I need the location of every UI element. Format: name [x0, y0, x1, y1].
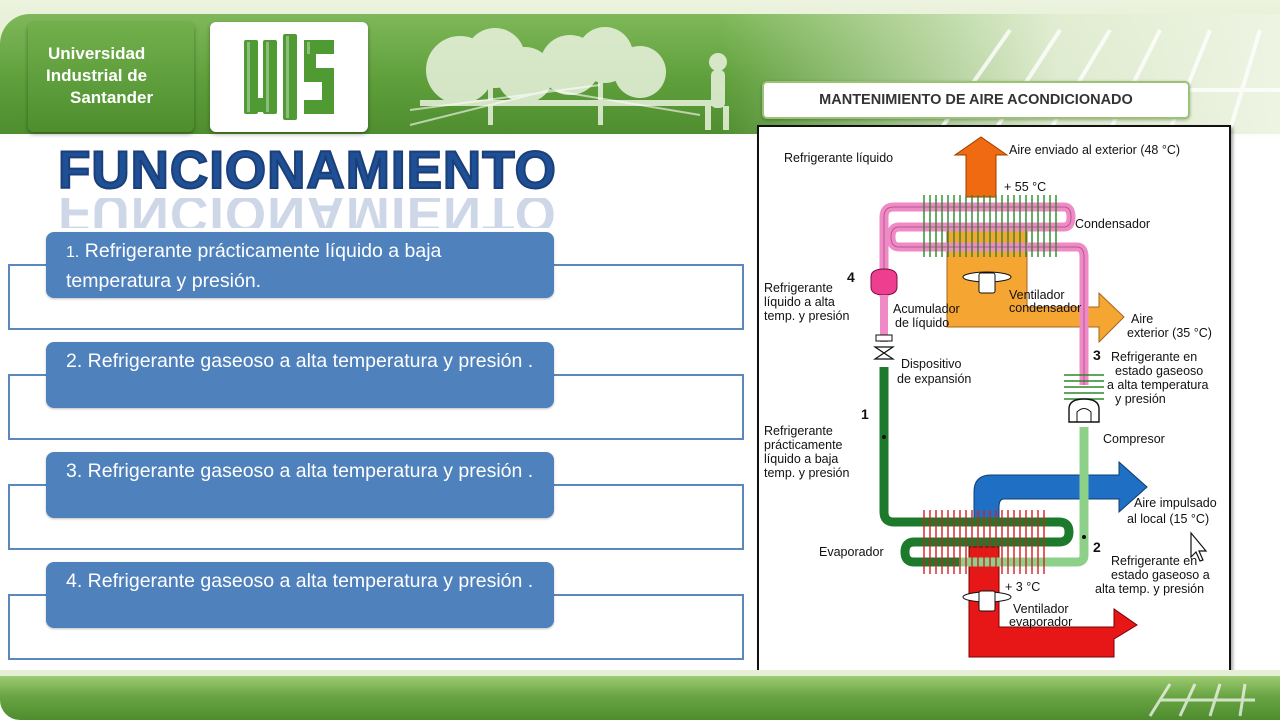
- label-ref-gas-4: y presión: [1115, 392, 1166, 406]
- hot-air-arrow: [953, 136, 1009, 198]
- condenser-fan: [962, 271, 1012, 294]
- page-title: FUNCIONAMIENTO: [57, 140, 557, 201]
- mouse-cursor-icon: [1190, 531, 1208, 562]
- label-ref-gas-3: a alta temperatura: [1107, 378, 1208, 392]
- line-marker: [882, 435, 886, 439]
- label-ref-prac-3: líquido a baja: [764, 452, 838, 466]
- label-acumulador-2: de líquido: [895, 316, 949, 330]
- footer-band: [0, 676, 1280, 720]
- evaporator-fins: [923, 510, 1045, 574]
- label-ref-prac-4: temp. y presión: [764, 466, 850, 480]
- evaporator-feed-line: [879, 367, 1074, 567]
- header-banner: Universidad Industrial de Santander MANT…: [0, 0, 1280, 140]
- campus-trees-illustration: [409, 27, 729, 130]
- label-temp-55: + 55 °C: [1004, 180, 1046, 194]
- condenser-coil-outline: [883, 206, 1085, 385]
- label-ref-alta-1: Refrigerante: [764, 281, 833, 295]
- label-ref-gas-alta-1: Refrigerante en: [1111, 554, 1197, 568]
- accumulator: [870, 268, 898, 296]
- label-aire-ext-1: Aire: [1131, 312, 1153, 326]
- label-aire-imp-1: Aire impulsado: [1134, 496, 1217, 510]
- step-1: 1. Refrigerante prácticamente líquido a …: [46, 232, 554, 298]
- label-ref-gas-1: Refrigerante en: [1111, 350, 1197, 364]
- label-ventilador-evap-1: Ventilador: [1013, 602, 1069, 616]
- label-num-3: 3: [1093, 347, 1101, 363]
- step-3-text: 3. Refrigerante gaseoso a alta temperatu…: [66, 460, 534, 482]
- expansion-valve: [873, 346, 895, 360]
- university-line-1: Universidad: [48, 44, 146, 63]
- university-line-2: Industrial de: [46, 66, 148, 85]
- compressor-fins: [1064, 374, 1104, 400]
- step-4: 4. Refrigerante gaseoso a alta temperatu…: [46, 562, 554, 628]
- label-temp-3: + 3 °C: [1005, 580, 1040, 594]
- label-num-1: 1: [861, 406, 869, 422]
- condenser-fins: [923, 195, 1057, 257]
- step-3: 3. Refrigerante gaseoso a alta temperatu…: [46, 452, 554, 518]
- expansion-valve-cap: [875, 334, 893, 342]
- title-area: FUNCIONAMIENTO FUNCIONAMIENTO: [57, 140, 558, 230]
- label-dispositivo-2: de expansión: [897, 372, 971, 386]
- step-2-text: 2. Refrigerante gaseoso a alta temperatu…: [66, 350, 534, 372]
- footer-field-decoration: [1148, 683, 1255, 717]
- step-2: 2. Refrigerante gaseoso a alta temperatu…: [46, 342, 554, 408]
- label-num-2: 2: [1093, 539, 1101, 555]
- label-ventilador-cond-1: Ventilador: [1009, 288, 1065, 302]
- uis-logo-mark: [244, 34, 334, 120]
- label-num-4: 4: [847, 269, 855, 285]
- label-ref-gas-2: estado gaseoso: [1115, 364, 1203, 378]
- label-refrigerante-liquido: Refrigerante líquido: [784, 151, 893, 165]
- label-ref-prac-2: prácticamente: [764, 438, 843, 452]
- ac-cycle-diagram: Refrigerante líquido Aire enviado al ext…: [757, 125, 1231, 674]
- label-condensador: Condensador: [1075, 217, 1150, 231]
- label-ref-alta-3: temp. y presión: [764, 309, 850, 323]
- return-air-arrow: [968, 546, 1138, 658]
- step-4-text: 4. Refrigerante gaseoso a alta temperatu…: [66, 570, 534, 592]
- label-ref-alta-2: líquido a alta: [764, 295, 835, 309]
- step-1-text: Refrigerante prácticamente líquido a baj…: [66, 240, 442, 292]
- evaporator-fan: [962, 590, 1012, 612]
- university-logo: Universidad Industrial de Santander: [28, 22, 194, 132]
- compressor-inner: [1076, 408, 1092, 422]
- ac-cycle-svg: Refrigerante líquido Aire enviado al ext…: [764, 136, 1217, 658]
- label-ref-gas-alta-3: alta temp. y presión: [1095, 582, 1204, 596]
- label-ref-prac-1: Refrigerante: [764, 424, 833, 438]
- uis-logo: [210, 22, 368, 132]
- line-marker: [1082, 535, 1086, 539]
- section-badge: MANTENIMIENTO DE AIRE ACONDICIONADO: [762, 81, 1190, 119]
- cold-air-arrow: [973, 460, 1148, 523]
- page-title-reflection: FUNCIONAMIENTO: [58, 198, 557, 228]
- label-ref-gas-alta-2: estado gaseoso a: [1111, 568, 1210, 582]
- label-acumulador-1: Acumulador: [893, 302, 960, 316]
- label-aire-ext-2: exterior (35 °C): [1127, 326, 1212, 340]
- suction-line: [959, 427, 1089, 567]
- label-dispositivo-1: Dispositivo: [901, 357, 961, 371]
- label-aire-exterior-out: Aire enviado al exterior (48 °C): [1009, 143, 1180, 157]
- footer-divider: [0, 670, 1280, 676]
- label-ventilador-evap-2: evaporador: [1009, 615, 1072, 629]
- label-ventilador-cond-2: condensador: [1009, 301, 1081, 315]
- compressor: [1068, 398, 1100, 423]
- label-aire-imp-2: al local (15 °C): [1127, 512, 1209, 526]
- label-evaporador: Evaporador: [819, 545, 884, 559]
- university-line-3: Santander: [70, 88, 154, 107]
- label-compresor: Compresor: [1103, 432, 1165, 446]
- step-1-number: 1.: [66, 244, 80, 261]
